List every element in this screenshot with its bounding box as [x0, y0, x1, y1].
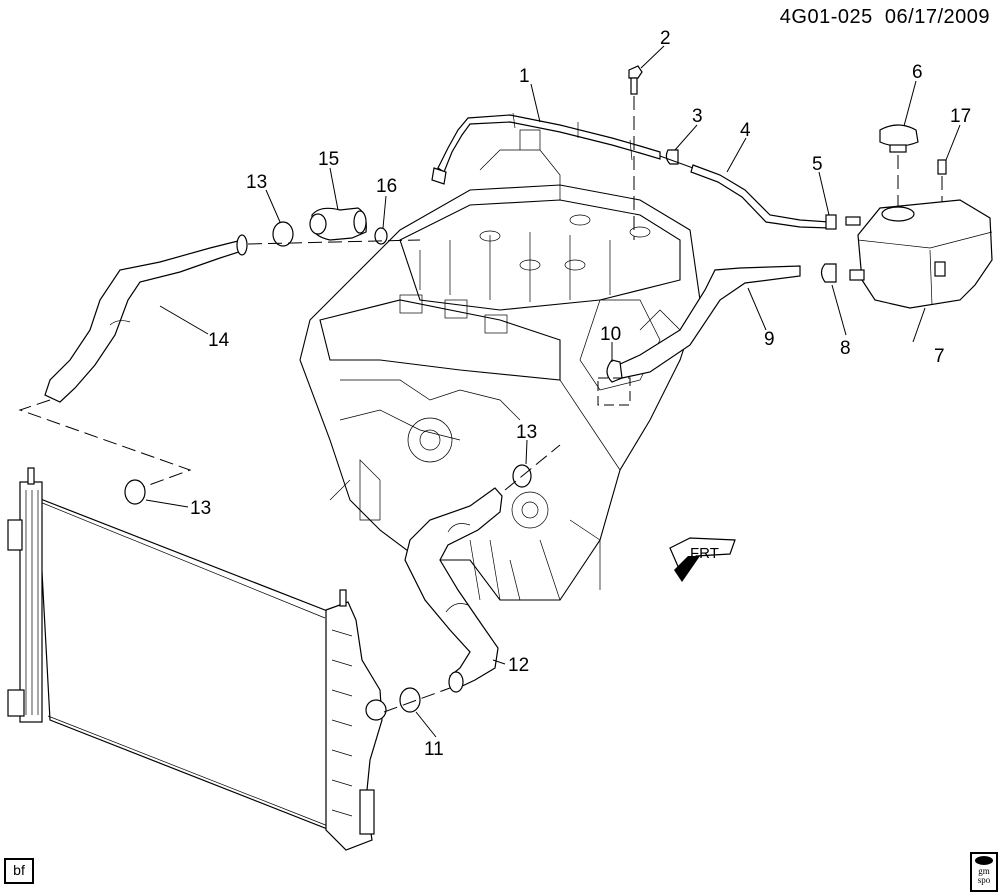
callout-11: 11: [424, 739, 444, 760]
callout-12: 12: [508, 655, 529, 676]
callout-13-upper: 13: [246, 172, 267, 193]
logo-oval: [975, 856, 993, 865]
logo-text-spo: spo: [977, 875, 991, 885]
clamp-13-upper: [272, 221, 294, 247]
callout-4: 4: [740, 120, 751, 141]
callout-6: 6: [912, 62, 923, 83]
callout-16: 16: [376, 176, 397, 197]
hose-12: [404, 487, 503, 693]
callout-17: 17: [950, 106, 971, 127]
clamp-13-radiator: [124, 479, 146, 505]
front-label: FRT: [690, 545, 719, 562]
clamp-8: [820, 263, 837, 283]
callout-10: 10: [600, 324, 621, 345]
callout-1: 1: [519, 66, 530, 87]
outlet-15: [309, 207, 367, 241]
callout-5: 5: [812, 154, 823, 175]
callout-labels: 1 2 3 4 5 6 7 8 9 10 11 12 13 13 13 14 1…: [190, 28, 971, 760]
hose-4: [659, 155, 831, 229]
radiator: [7, 467, 387, 851]
reservoir-7: [849, 199, 993, 309]
callout-2: 2: [660, 28, 671, 49]
diagram-header: 4G01-025 06/17/2009: [780, 6, 990, 29]
cap-6: [879, 124, 919, 210]
gm-spo-logo-icon: gm spo: [970, 852, 998, 892]
callout-15: 15: [318, 149, 339, 170]
callout-14: 14: [208, 330, 230, 351]
callout-7: 7: [934, 346, 945, 367]
hose-14: [44, 234, 248, 403]
clamp-11: [399, 687, 421, 713]
clamp-10: [597, 359, 631, 406]
engine-assembly: [299, 129, 701, 601]
seal-16: [374, 227, 388, 245]
callout-3: 3: [692, 106, 703, 127]
callout-8: 8: [840, 338, 851, 359]
hose-9: [617, 265, 801, 379]
callout-9: 9: [764, 329, 775, 350]
clamp-5: [825, 214, 861, 230]
bolt-2: [628, 65, 643, 240]
view-label: bf: [4, 858, 34, 884]
logo-text-gm: gm: [978, 866, 990, 876]
callout-13-radiator: 13: [190, 498, 211, 519]
callout-13-lower: 13: [516, 422, 537, 443]
hose-1: [431, 112, 661, 185]
diagram-date: 06/17/2009: [884, 6, 990, 28]
diagram-code: 4G01-025: [779, 6, 873, 28]
clamp-3: [665, 149, 679, 165]
front-arrow-icon: FRT: [669, 537, 736, 582]
leader-lines: [145, 45, 961, 738]
